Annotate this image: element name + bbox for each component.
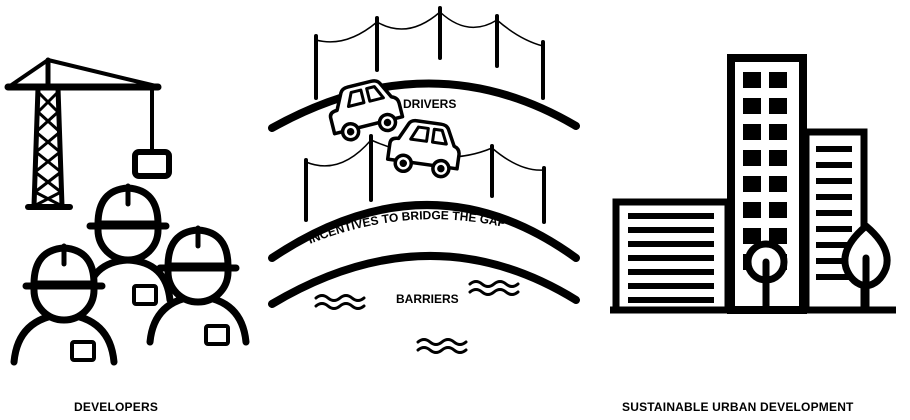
window [743,202,761,218]
window [743,176,761,192]
window [743,72,761,88]
car-icon [328,79,405,142]
drivers-bridge-arc [268,79,580,132]
developers-caption: DEVELOPERS [74,400,159,414]
window [769,176,787,192]
window [743,228,761,244]
barriers-arc [268,252,580,308]
window [769,202,787,218]
window [743,124,761,140]
window [769,124,787,140]
window [769,72,787,88]
building-icon [612,198,732,314]
water-waves-icon [314,294,366,310]
drivers-label: DRIVERS [403,97,456,111]
hard-hat-worker-icon [146,225,250,346]
barriers-label: BARRIERS [396,292,459,306]
sustainable-caption: SUSTAINABLE URBAN DEVELOPMENT [622,400,854,414]
tree-icon [841,222,891,314]
hard-hat-worker-icon [10,243,118,366]
hard-hat-worker-icon [82,183,174,306]
power-line-icon [314,6,545,100]
water-waves-icon [416,338,468,354]
window [743,150,761,166]
window [769,98,787,114]
car-icon [385,118,461,179]
tree-icon [744,240,788,314]
water-waves-icon [468,280,520,296]
crane-icon [4,57,172,210]
window [743,98,761,114]
incentives-bridge-arc [268,201,580,262]
window [769,228,787,244]
window [769,150,787,166]
